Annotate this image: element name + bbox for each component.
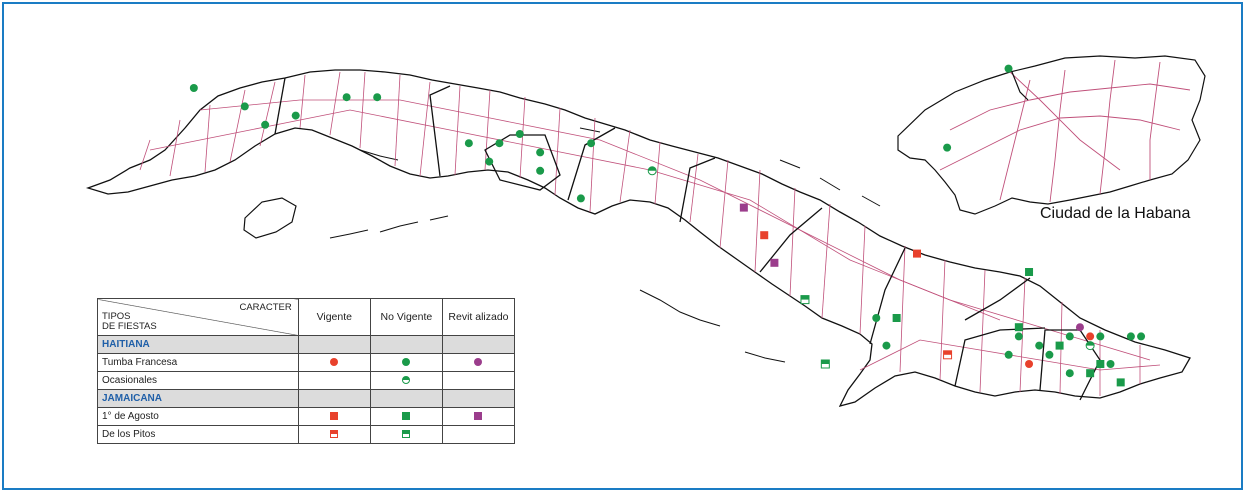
map-marker-square	[1055, 341, 1064, 350]
legend-marker	[402, 358, 411, 367]
map-marker-half-circle	[647, 166, 657, 176]
legend-row: 1° de Agosto	[97, 407, 516, 426]
cuba-island	[85, 69, 1191, 407]
map-marker-circle	[1025, 360, 1034, 368]
legend-marker	[402, 376, 411, 385]
legend-section-row: JAMAICANA	[97, 389, 516, 408]
legend-section-title: HAITIANA	[97, 335, 299, 354]
map-marker-circle	[495, 139, 504, 148]
legend-marker	[330, 412, 339, 421]
legend-cell-revitalizado	[441, 371, 516, 390]
map-marker-circle	[291, 111, 300, 120]
legend-table: CARACTER TIPOS DE FIESTAS Vigente No Vig…	[97, 298, 516, 444]
inset-label: Ciudad de la Habana	[1040, 205, 1191, 222]
legend-header-row: CARACTER TIPOS DE FIESTAS Vigente No Vig…	[97, 298, 516, 336]
map-marker-circle	[189, 84, 198, 92]
map-marker-circle	[373, 93, 382, 102]
map-marker-circle	[485, 157, 494, 166]
map-marker-circle	[1126, 332, 1135, 341]
map-marker-circle	[240, 102, 249, 111]
map-marker-half-square	[800, 295, 810, 305]
map-marker-circle	[1035, 341, 1044, 350]
legend-cell-vigente	[297, 371, 371, 390]
legend-col-no-vigente: No Vigente	[369, 298, 443, 336]
map-marker-circle	[1065, 332, 1074, 341]
legend-row: Ocasionales	[97, 371, 516, 390]
legend-section-title: JAMAICANA	[97, 389, 299, 408]
map-marker-square	[760, 231, 769, 240]
map-marker-circle	[1004, 350, 1013, 359]
legend-row-label: De los Pitos	[97, 425, 299, 444]
map-marker-circle	[1106, 360, 1115, 368]
legend-col-vigente: Vigente	[297, 298, 371, 336]
map-marker-circle	[536, 148, 545, 157]
map-marker-square	[1116, 378, 1125, 387]
map-marker-square	[892, 314, 901, 322]
map-marker-circle	[872, 314, 881, 322]
keys	[329, 127, 881, 363]
legend-cell-no_vigente	[369, 353, 443, 372]
legend-marker	[402, 412, 411, 421]
map-marker-circle	[1086, 332, 1095, 341]
map-marker-circle	[515, 130, 524, 138]
legend-row: Tumba Francesa	[97, 353, 516, 372]
map-marker-square	[1014, 323, 1023, 332]
map-marker-circle	[1065, 369, 1074, 378]
map-marker-half-circle	[1085, 341, 1095, 351]
map-marker-square	[913, 249, 921, 258]
map-marker-circle	[342, 93, 351, 102]
map-marker-circle	[576, 194, 585, 203]
map-marker-square	[1086, 369, 1095, 378]
legend-cell-revitalizado	[441, 425, 516, 444]
map-marker-circle	[1137, 332, 1146, 341]
legend-marker	[330, 358, 339, 367]
map-marker-circle	[943, 143, 952, 152]
map-marker-half-square	[943, 350, 953, 360]
map-marker-circle	[464, 139, 473, 148]
legend-cell-no_vigente	[369, 425, 443, 444]
map-marker-circle	[1004, 64, 1013, 73]
map-marker-circle	[882, 341, 891, 350]
legend-cell-vigente	[297, 425, 371, 444]
map-marker-circle	[536, 166, 545, 175]
inset-habana	[897, 55, 1206, 215]
legend-row-label: Tumba Francesa	[97, 353, 299, 372]
legend-cell-vigente	[297, 353, 371, 372]
legend-marker	[330, 430, 339, 439]
legend-row: De los Pitos	[97, 425, 516, 444]
legend-cell-revitalizado	[441, 353, 516, 372]
legend-marker	[402, 430, 411, 439]
map-marker-half-square	[820, 359, 830, 369]
legend-marker	[474, 412, 483, 421]
map-marker-circle	[1045, 350, 1054, 359]
legend-section-row: HAITIANA	[97, 335, 516, 354]
legend-row-label: 1° de Agosto	[97, 407, 299, 426]
legend-caracter-label: CARACTER	[239, 302, 292, 313]
map-marker-circle	[261, 120, 270, 129]
map-marker-circle	[1075, 323, 1084, 332]
legend-row-label: Ocasionales	[97, 371, 299, 390]
map-marker-square	[1096, 360, 1105, 368]
isla-de-la-juventud	[243, 197, 297, 239]
map-marker-circle	[587, 139, 596, 148]
legend-corner-cell: CARACTER TIPOS DE FIESTAS	[97, 298, 299, 336]
legend-marker	[474, 358, 483, 367]
map-marker-circle	[1014, 332, 1023, 341]
map-marker-circle	[1096, 332, 1105, 341]
legend-cell-revitalizado	[441, 407, 516, 426]
map-marker-square	[770, 258, 779, 267]
legend-col-revitalizado: Revit alizado	[441, 298, 516, 336]
legend-cell-vigente	[297, 407, 371, 426]
markers-layer	[189, 64, 1146, 387]
legend-tipos-label: TIPOS DE FIESTAS	[102, 311, 157, 332]
legend-cell-no_vigente	[369, 407, 443, 426]
map-marker-square	[739, 203, 748, 212]
map-marker-square	[1025, 268, 1034, 276]
legend-cell-no_vigente	[369, 371, 443, 390]
